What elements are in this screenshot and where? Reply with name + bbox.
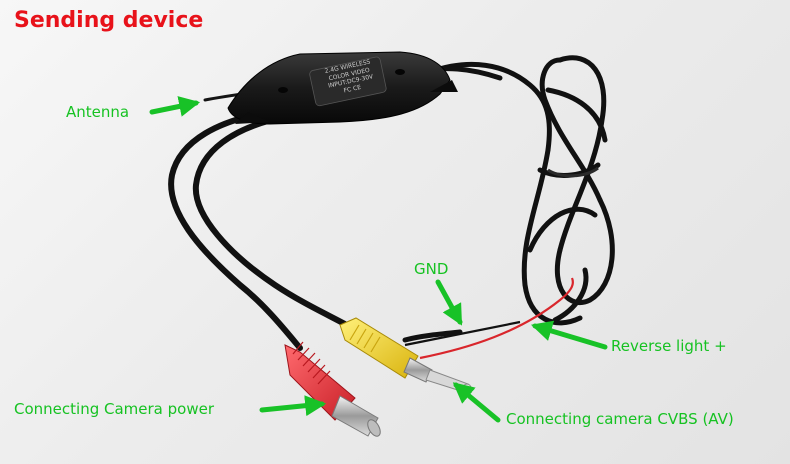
arrow-camera-power: [259, 395, 327, 417]
transmitter-module: [227, 51, 458, 125]
page-title: Sending device: [14, 8, 204, 33]
yellow-rca-plug: [339, 317, 472, 393]
coil-tie: [547, 166, 599, 178]
arrow-camera-cvbs: [452, 382, 501, 423]
arrow-antenna: [149, 96, 201, 117]
label-camera-cvbs: Connecting camera CVBS (AV): [506, 410, 734, 428]
label-camera-power: Connecting Camera power: [14, 400, 214, 418]
cable-coil: [427, 55, 615, 326]
arrow-gnd: [435, 279, 463, 326]
arrow-reverse-light: [530, 320, 608, 350]
annotation-arrows: [149, 96, 608, 423]
reverse-light-wire: [419, 277, 574, 360]
cable-power: [168, 109, 303, 351]
label-gnd: GND: [414, 260, 449, 278]
wire-bundle: [402, 329, 463, 343]
red-power-plug: [284, 341, 381, 437]
cable-av: [192, 115, 355, 331]
label-reverse-light: Reverse light +: [611, 337, 727, 355]
label-antenna: Antenna: [66, 103, 130, 121]
